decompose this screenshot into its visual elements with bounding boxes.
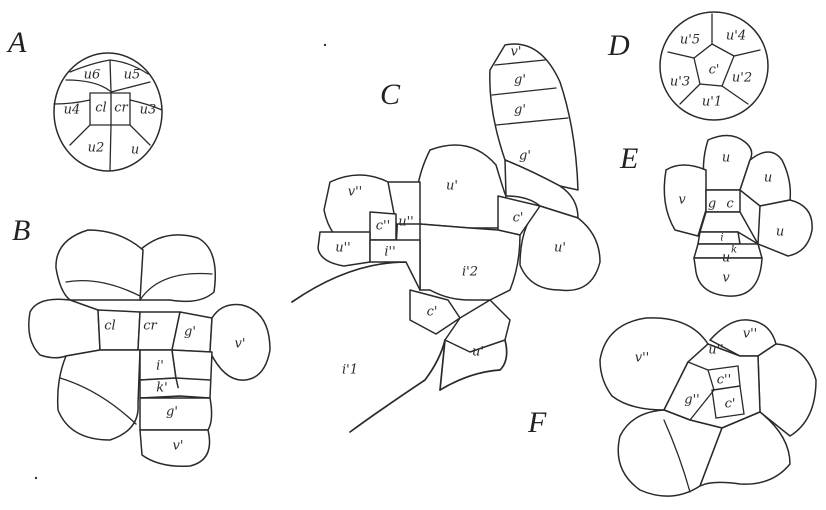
- cell-label: u3: [140, 103, 157, 118]
- cell-label: u'': [335, 241, 351, 256]
- cell-label: c': [427, 305, 438, 320]
- cell-label: u'': [398, 215, 414, 230]
- cell-label: c': [709, 63, 720, 78]
- cell-label: g': [184, 325, 196, 340]
- cell-label: cr: [143, 319, 157, 334]
- cell-label: u': [446, 179, 458, 194]
- cell-label: v: [722, 271, 730, 286]
- cell-label: u: [722, 251, 730, 266]
- speck-mark: [35, 477, 37, 479]
- cell-label: v'': [743, 327, 758, 342]
- figure-letter-f: F: [527, 406, 547, 439]
- figure-letter-b: B: [12, 214, 30, 247]
- cell-label: v': [511, 45, 522, 60]
- cell-label: v'': [635, 351, 650, 366]
- cell-label: u4: [64, 103, 81, 118]
- figure-letter-e: E: [619, 142, 638, 175]
- cell-label: g': [166, 405, 178, 420]
- cell-label: u'3: [670, 75, 690, 90]
- cell-label: u5: [124, 68, 141, 83]
- cell-label: c'': [376, 219, 390, 234]
- cell-label: g': [519, 149, 531, 164]
- cell-label: g: [708, 197, 716, 212]
- cell-label: i': [156, 359, 164, 374]
- cell-label: c'': [717, 373, 731, 388]
- cell-label: c': [513, 211, 524, 226]
- figure-letter-a: A: [6, 26, 27, 59]
- figure-e-embryo: u u v g c u i k u v: [664, 135, 812, 296]
- figure-letter-c: C: [380, 78, 401, 111]
- cell-label: cl: [104, 319, 115, 334]
- cell-label: u': [472, 345, 484, 360]
- cell-label: u2: [88, 141, 105, 156]
- cell-label: g': [514, 103, 526, 118]
- figure-a-embryo: u6 u5 u4 cl cr u3 u2 u: [54, 53, 162, 171]
- cell-label: u6: [84, 68, 101, 83]
- cell-label: u': [554, 241, 566, 256]
- cell-label: cl: [95, 101, 106, 116]
- cell-label: k': [156, 381, 167, 396]
- cell-label: i'2: [462, 265, 478, 280]
- figure-letter-d: D: [607, 29, 630, 62]
- cell-label: u'5: [680, 33, 700, 48]
- cell-label: c': [725, 397, 736, 412]
- figure-b-embryo: cl cr g' v' i' k' g' v': [29, 230, 270, 466]
- cell-label: g'': [684, 393, 699, 408]
- cell-label: i: [720, 233, 723, 244]
- cell-label: u'4: [726, 29, 746, 44]
- cell-label: u: [131, 143, 139, 158]
- cell-label: i'1: [342, 363, 358, 378]
- cell-label: g': [514, 73, 526, 88]
- cell-label: v': [235, 337, 246, 352]
- cell-label: c: [726, 197, 734, 212]
- cell-label: v': [173, 439, 184, 454]
- figure-c-embryo: v' g' g' g' u' v'' u'' c'' u'' i'' i'2 c…: [292, 44, 600, 432]
- figure-d-embryo: u'5 u'4 c' u'3 u'2 u'1: [660, 12, 768, 120]
- speck-mark: [324, 44, 326, 46]
- cell-label: cr: [114, 101, 128, 116]
- cell-label: k: [731, 245, 737, 256]
- cell-label: u'2: [732, 71, 752, 86]
- cell-label: v: [678, 193, 686, 208]
- cell-label: u: [776, 225, 784, 240]
- cell-label: u'1: [702, 95, 722, 110]
- cell-label: u'': [708, 343, 724, 358]
- cell-label: v'': [348, 185, 363, 200]
- cell-label: u: [764, 171, 772, 186]
- figure-f-embryo: v'' u'' v'' c'' g'' c': [600, 318, 816, 496]
- cell-label: u: [722, 151, 730, 166]
- cell-label: i'': [384, 245, 395, 260]
